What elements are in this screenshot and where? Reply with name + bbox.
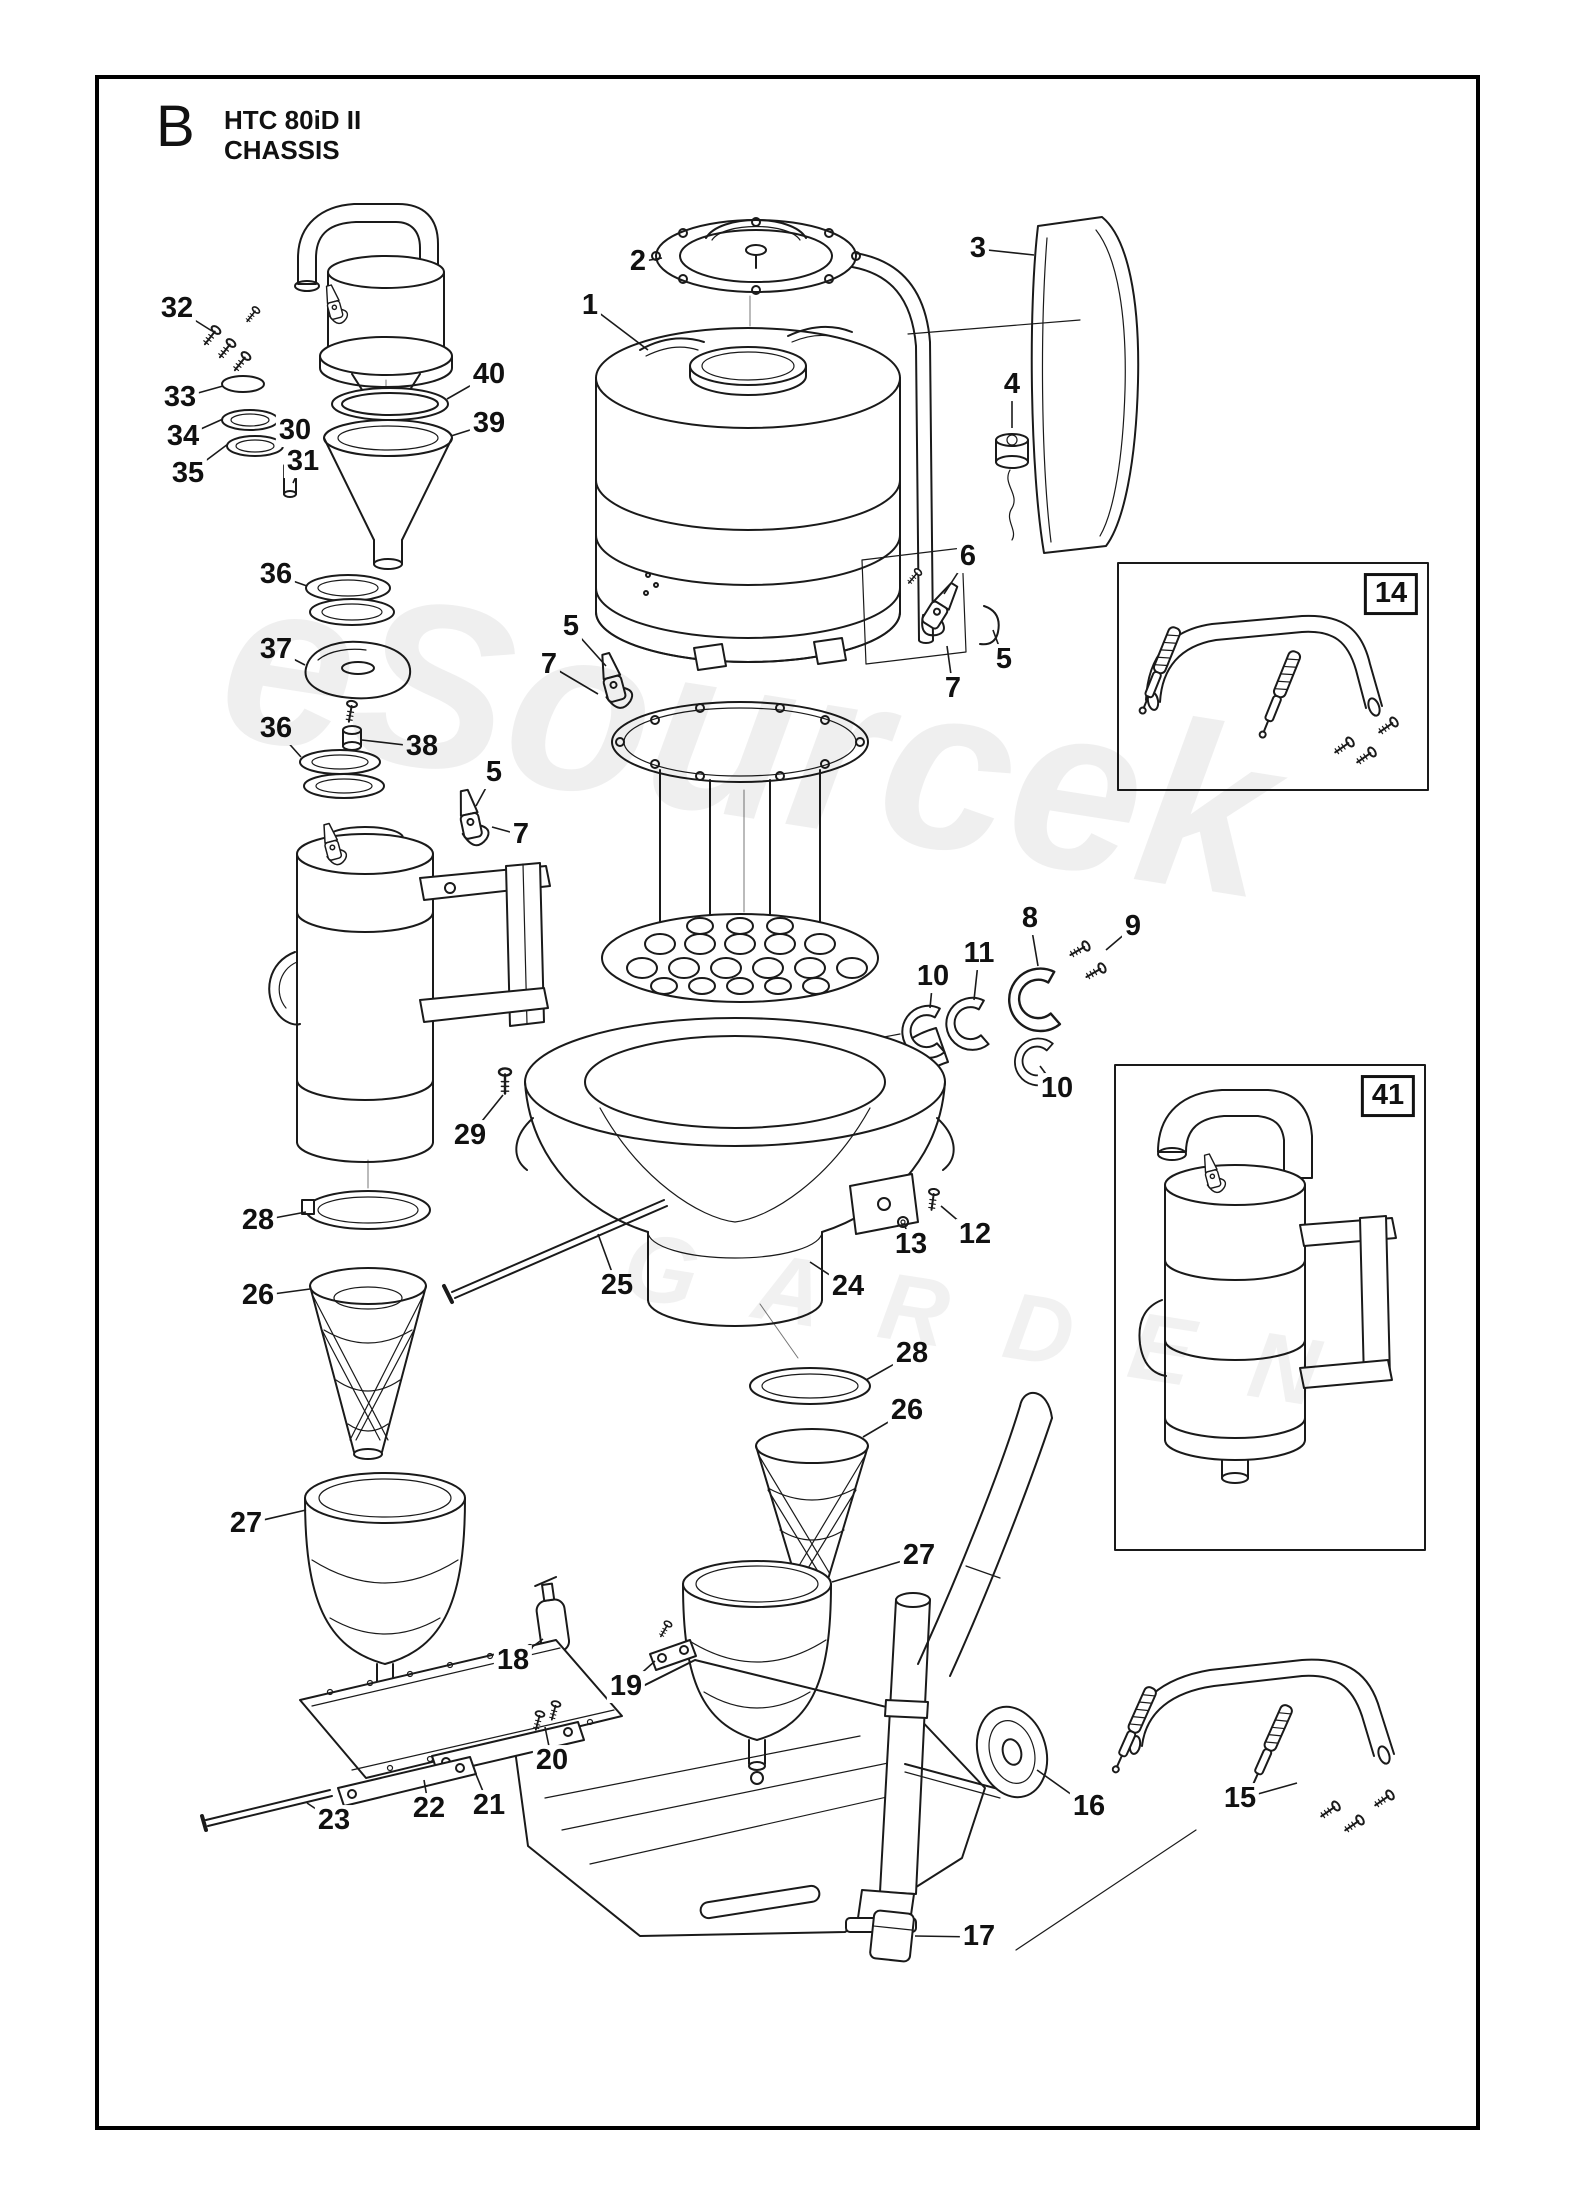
model-name: HTC 80iD II xyxy=(224,105,362,135)
part-2-flange xyxy=(651,217,861,295)
part-15-handle xyxy=(1015,1658,1397,1951)
latch-clamps xyxy=(452,566,1000,849)
sheet-title: CHASSIS xyxy=(224,135,340,165)
section-letter: B xyxy=(156,94,195,159)
part-4-grommet xyxy=(995,433,1029,541)
part-25-rod xyxy=(442,1199,668,1304)
part-24-bowl xyxy=(515,1017,955,1327)
left-filter-stack xyxy=(301,1190,466,1714)
part-19-bracket xyxy=(649,1619,697,1671)
part-3-panel xyxy=(907,216,1140,554)
center-filter-stack xyxy=(682,1367,871,1785)
diagram-border xyxy=(95,75,1480,2130)
skid-plate-assembly xyxy=(200,1639,623,1832)
frame-tube xyxy=(845,251,934,644)
inset-box-41 xyxy=(1114,1064,1426,1551)
left-small-parts xyxy=(199,304,453,799)
cart-chassis xyxy=(514,1391,1053,1963)
cyclone-head xyxy=(294,203,453,406)
cyclone-tank xyxy=(268,820,551,1163)
separator-plates xyxy=(601,701,879,1003)
part-1-drum xyxy=(595,325,967,671)
